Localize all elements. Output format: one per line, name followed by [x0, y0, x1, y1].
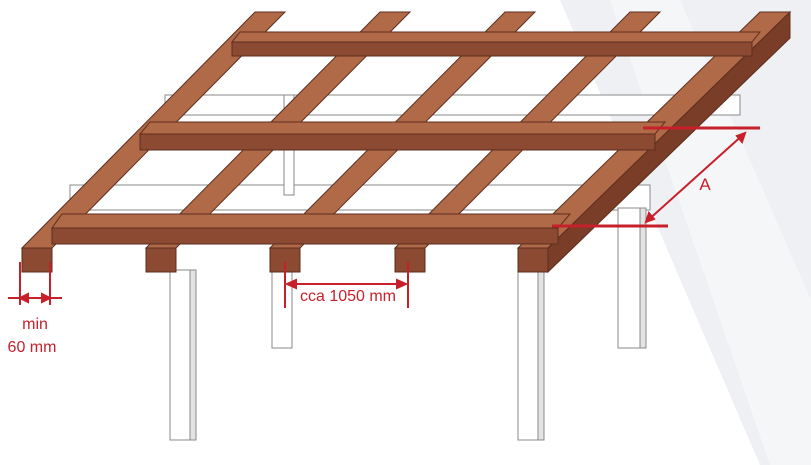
- posts: [169, 269, 545, 441]
- label-min: min: [22, 316, 48, 333]
- label-a: A: [699, 175, 711, 194]
- label-60mm: 60 mm: [8, 339, 57, 356]
- label-spacing: cca 1050 mm: [300, 288, 396, 305]
- dimension-a-arrow: [644, 131, 747, 224]
- dimension-min-width: [8, 262, 62, 305]
- dimension-spacing: [284, 262, 409, 308]
- post-front-left: [169, 269, 191, 441]
- cross-battens: [51, 31, 762, 245]
- dimension-a: [552, 126, 760, 228]
- post-front-right: [517, 269, 539, 441]
